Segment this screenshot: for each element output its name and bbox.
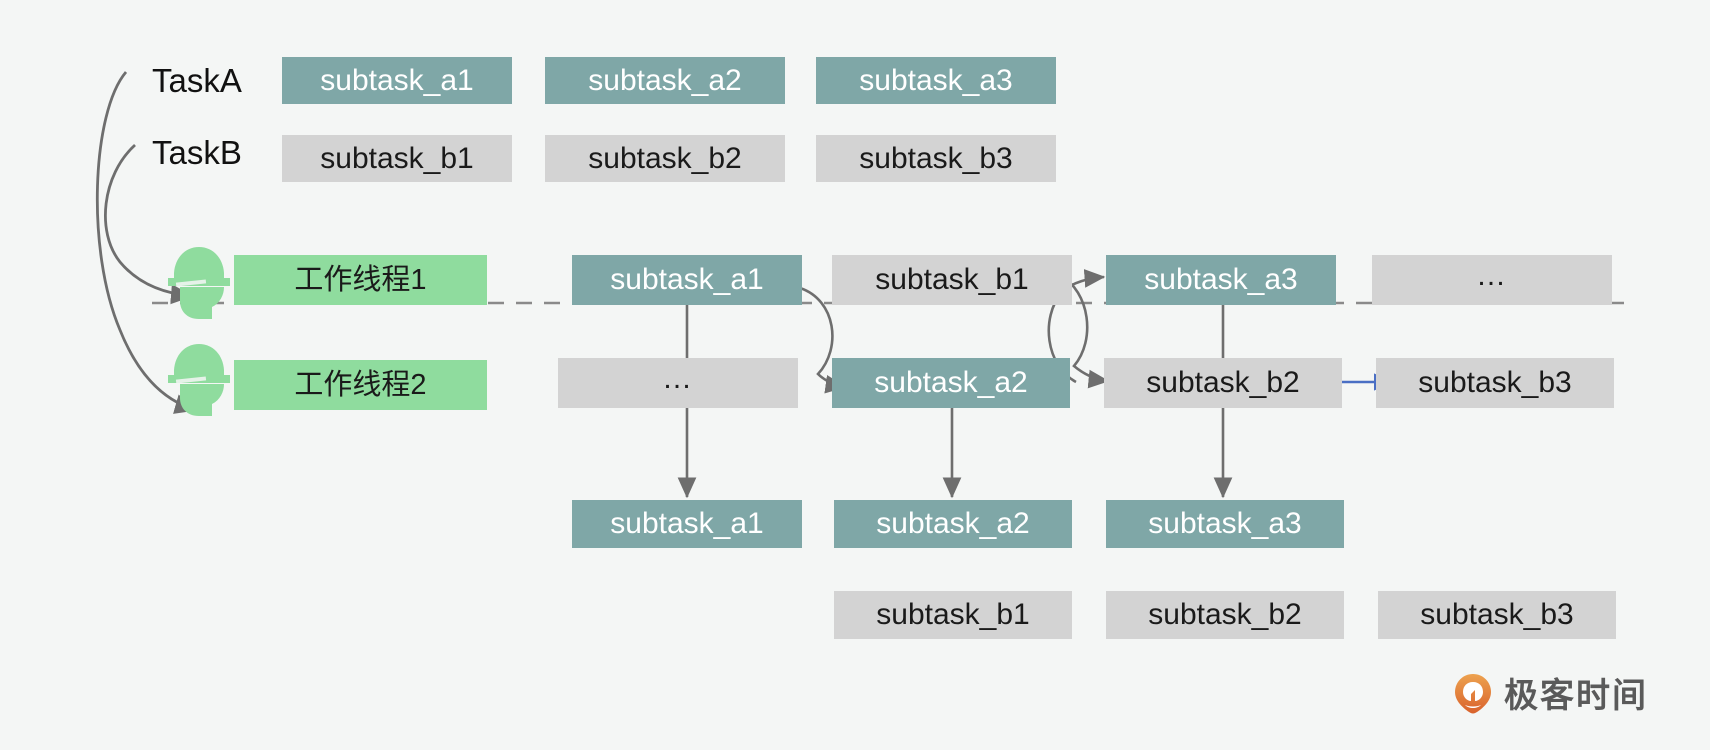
worker-helmet-icon-1 [166,245,232,321]
worker-label-1[interactable]: 工作线程1 [234,255,487,305]
geektime-logo-icon [1455,673,1491,713]
result-b2[interactable]: subtask_b2 [1106,591,1344,639]
queue-task-a-subtask-1[interactable]: subtask_a1 [282,57,512,104]
result-b1[interactable]: subtask_b1 [834,591,1072,639]
thread2-slot-2[interactable]: subtask_a2 [832,358,1070,408]
thread2-slot-4[interactable]: subtask_b3 [1376,358,1614,408]
thread2-slot-1: … [558,358,798,408]
thread1-slot-4: … [1372,255,1612,305]
thread2-slot-3[interactable]: subtask_b2 [1104,358,1342,408]
thread1-slot-3[interactable]: subtask_a3 [1106,255,1336,305]
queue-task-b-subtask-3[interactable]: subtask_b3 [816,135,1056,182]
task-label-a: TaskA [152,62,242,99]
result-a1[interactable]: subtask_a1 [572,500,802,548]
watermark-text: 极客时间 [1504,677,1648,715]
thread1-slot-2[interactable]: subtask_b1 [832,255,1072,305]
result-a3[interactable]: subtask_a3 [1106,500,1344,548]
queue-task-a-subtask-3[interactable]: subtask_a3 [816,57,1056,104]
result-b3[interactable]: subtask_b3 [1378,591,1616,639]
worker-label-2[interactable]: 工作线程2 [234,360,487,410]
worker-helmet-icon-2 [166,342,232,418]
queue-task-b-subtask-2[interactable]: subtask_b2 [545,135,785,182]
task-label-b: TaskB [152,134,242,171]
thread1-slot-1[interactable]: subtask_a1 [572,255,802,305]
watermark: 极客时间 [1452,668,1648,717]
queue-task-b-subtask-1[interactable]: subtask_b1 [282,135,512,182]
queue-task-a-subtask-2[interactable]: subtask_a2 [545,57,785,104]
result-a2[interactable]: subtask_a2 [834,500,1072,548]
